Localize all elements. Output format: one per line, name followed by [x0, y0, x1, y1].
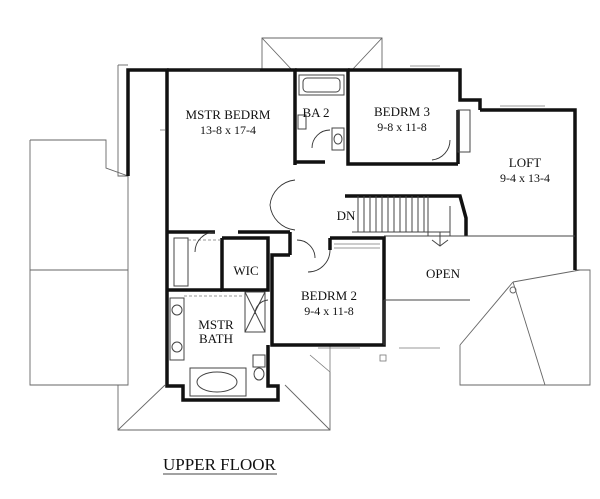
loft-name: LOFT — [509, 155, 542, 170]
walls — [126, 68, 577, 402]
bath-2-name: BA 2 — [302, 105, 329, 120]
bedroom-2-size: 9-4 x 11-8 — [304, 304, 354, 318]
bedroom-3-name: BEDRM 3 — [374, 104, 430, 119]
fixtures — [160, 65, 575, 397]
walk-in-closet-name: WIC — [233, 263, 258, 278]
plan-caption: UPPER FLOOR — [163, 455, 277, 474]
doors — [194, 129, 451, 315]
roof-outlines — [29, 37, 591, 431]
open-to-below-label: OPEN — [426, 266, 461, 281]
master-bath-name-line1: MSTR — [198, 317, 234, 332]
stairs — [352, 196, 451, 247]
master-bedroom-size: 13-8 x 17-4 — [200, 123, 256, 137]
stair-down-label: DN — [337, 208, 356, 223]
loft-size: 9-4 x 13-4 — [500, 171, 550, 185]
master-bedroom-name: MSTR BEDRM — [186, 107, 271, 122]
master-bath-name-line2: BATH — [199, 331, 233, 346]
bedroom-2-name: BEDRM 2 — [301, 288, 357, 303]
room-labels: MSTR BEDRM 13-8 x 17-4 BA 2 BEDRM 3 9-8 … — [163, 104, 550, 475]
bedroom-3-size: 9-8 x 11-8 — [377, 120, 427, 134]
